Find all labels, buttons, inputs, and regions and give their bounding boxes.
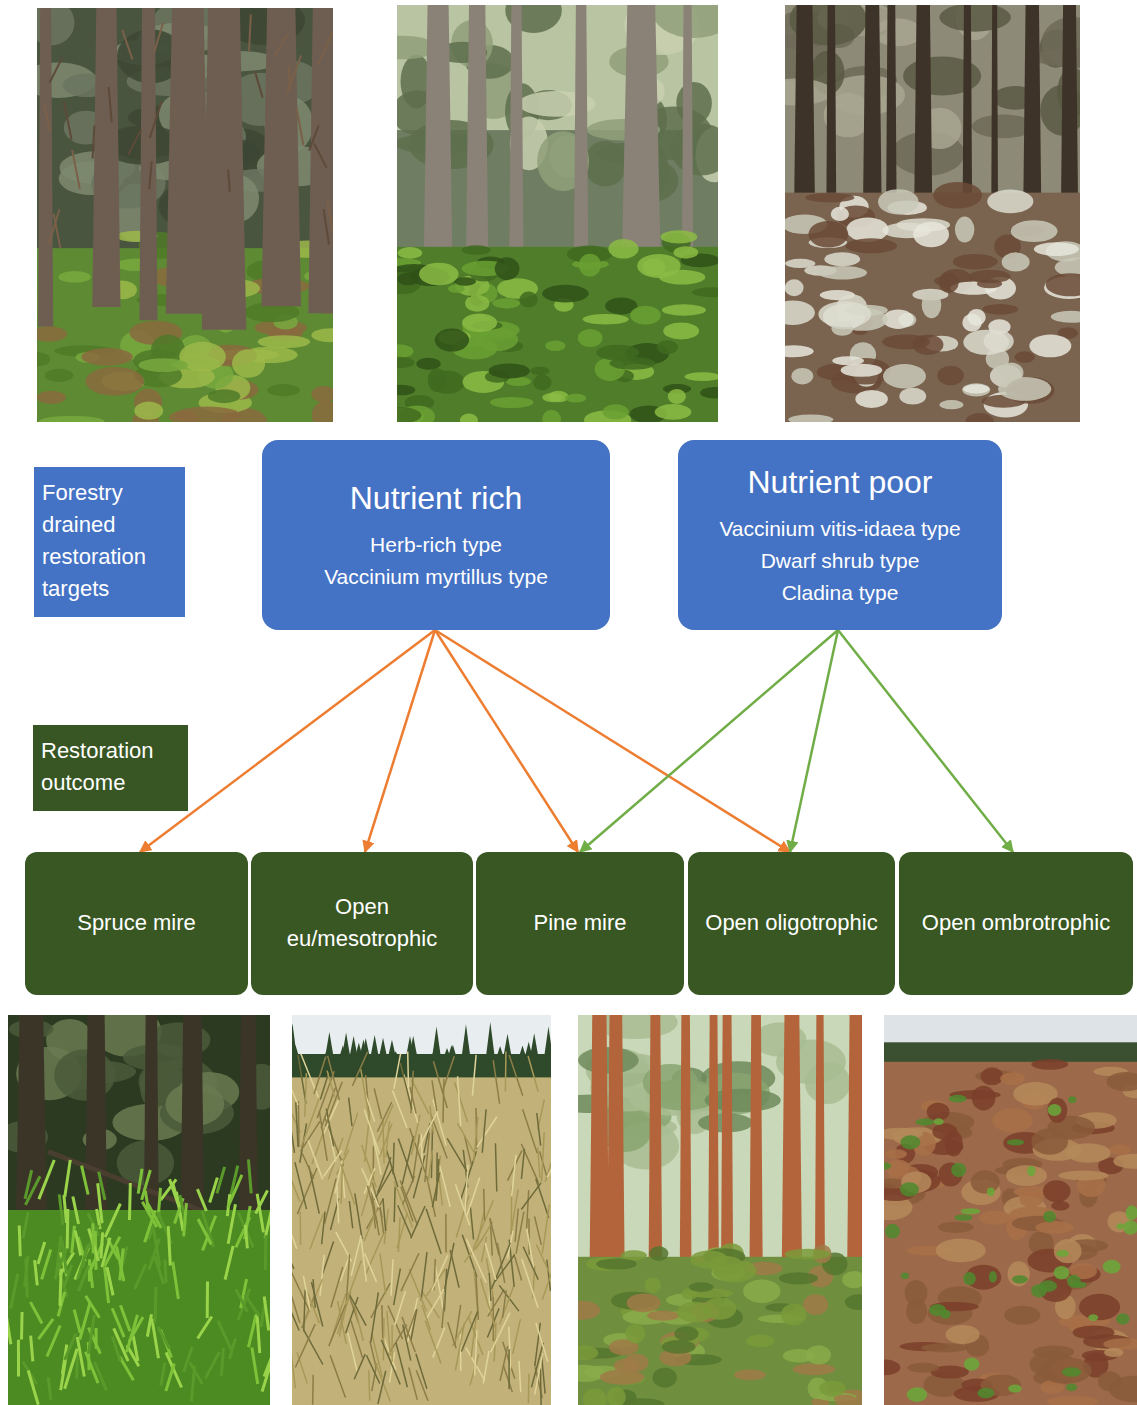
restoration-arrow xyxy=(435,630,578,852)
photo-bog xyxy=(884,1015,1137,1405)
canopy-light xyxy=(8,1015,270,1186)
fern-fronds xyxy=(8,1159,270,1404)
box-text: Cladina type xyxy=(690,578,990,608)
heath-floor xyxy=(578,1257,862,1405)
sedge-grass xyxy=(292,1051,551,1404)
box-text: Herb-rich type xyxy=(274,530,598,560)
dead-branches xyxy=(44,14,333,248)
outcome-box: Open ombrotrophic xyxy=(899,852,1133,995)
pine-trunks xyxy=(589,1015,862,1297)
restoration-arrow xyxy=(435,630,790,852)
restoration-arrow xyxy=(790,630,838,852)
photo-lichen xyxy=(785,5,1080,422)
photo-ground xyxy=(397,5,718,422)
photo-fen xyxy=(292,1015,551,1405)
spruce-trunks xyxy=(38,8,333,330)
bilberry-floor xyxy=(397,247,718,422)
row-label-box: Forestry drained restoration targets xyxy=(34,467,185,617)
pine-trunks xyxy=(423,5,693,289)
photo-ground xyxy=(785,5,1080,422)
dwarf-shrubs xyxy=(578,1243,862,1405)
box-text: Restoration outcome xyxy=(41,735,180,799)
lichen-patches xyxy=(785,182,1080,422)
photo-ground xyxy=(292,1015,551,1405)
group-heading: Nutrient poor xyxy=(690,459,990,505)
outcome-box: Open oligotrophic xyxy=(688,852,895,995)
cloudberry-leaves xyxy=(884,1095,1137,1402)
sphagnum-hummocks xyxy=(884,1059,1137,1405)
heath-floor xyxy=(785,193,1080,422)
restoration-arrow xyxy=(580,630,838,852)
box-text: Open eu/mesotrophic xyxy=(261,891,463,955)
box-text: Vaccinium vitis-idaea type xyxy=(690,514,990,544)
photo-ground xyxy=(8,1015,270,1405)
photo-ground xyxy=(884,1015,1137,1405)
photo-ground xyxy=(578,1015,862,1405)
outcome-box: Spruce mire xyxy=(25,852,248,995)
box-text: Dwarf shrub type xyxy=(690,546,990,576)
row-label-box: Restoration outcome xyxy=(33,725,188,811)
box-text: Pine mire xyxy=(486,907,674,939)
box-text: Open oligotrophic xyxy=(698,907,885,939)
group-heading: Nutrient rich xyxy=(274,475,598,521)
photo-pine xyxy=(578,1015,862,1405)
box-text: Forestry drained restoration targets xyxy=(42,477,177,605)
fern-floor xyxy=(8,1210,270,1405)
target-group-box: Nutrient richHerb-rich typeVaccinium myr… xyxy=(262,440,610,630)
restoration-arrow xyxy=(365,630,435,852)
restoration-arrow xyxy=(838,630,1013,852)
photo-spruce xyxy=(37,8,333,422)
box-text: Open ombrotrophic xyxy=(909,907,1123,939)
photo-fern xyxy=(8,1015,270,1405)
bilberry-shrubs xyxy=(397,230,718,422)
outcome-box: Open eu/mesotrophic xyxy=(251,852,473,995)
target-group-box: Nutrient poorVaccinium vitis-idaea typeD… xyxy=(678,440,1002,630)
outcome-box: Pine mire xyxy=(476,852,684,995)
box-text: Spruce mire xyxy=(35,907,238,939)
box-text: Vaccinium myrtillus type xyxy=(274,562,598,592)
tree-line xyxy=(884,1042,1137,1062)
photo-bilberry xyxy=(397,5,718,422)
